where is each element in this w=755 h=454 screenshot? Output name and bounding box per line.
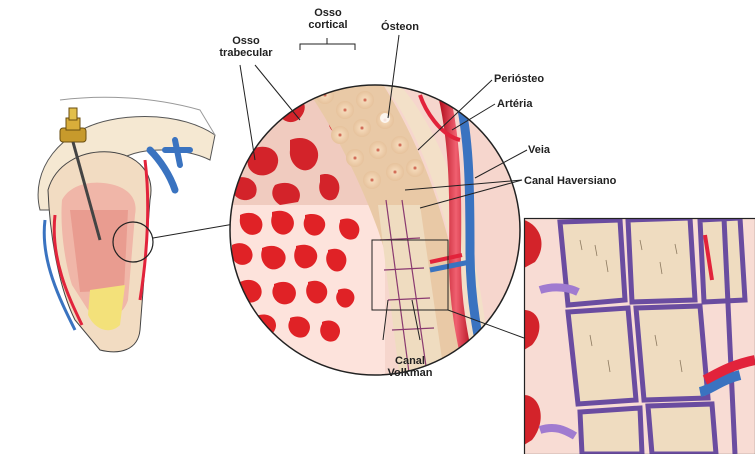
label-canal-volkman: Canal Volkman <box>380 355 440 379</box>
label-canal-volkman-line1: Canal <box>380 355 440 367</box>
detail-inset <box>524 218 755 454</box>
label-canal-volkman-line2: Volkman <box>380 367 440 379</box>
label-osso-trabecular: Osso trabecular <box>214 35 278 59</box>
label-osso-trabecular-line2: trabecular <box>214 47 278 59</box>
label-osso-trabecular-line1: Osso <box>214 35 278 47</box>
label-arteria: Artéria <box>497 98 532 110</box>
label-veia: Veia <box>528 144 550 156</box>
label-osso-cortical-line2: cortical <box>303 19 353 31</box>
label-osso-cortical-line1: Osso <box>303 7 353 19</box>
label-osso-cortical: Osso cortical <box>303 7 353 31</box>
label-canal-haversiano: Canal Haversiano <box>524 175 616 187</box>
label-osteon: Ósteon <box>378 21 422 33</box>
humerus-illustration <box>38 97 234 352</box>
magnified-bone-section <box>225 80 525 385</box>
label-periosteo: Periósteo <box>494 73 544 85</box>
